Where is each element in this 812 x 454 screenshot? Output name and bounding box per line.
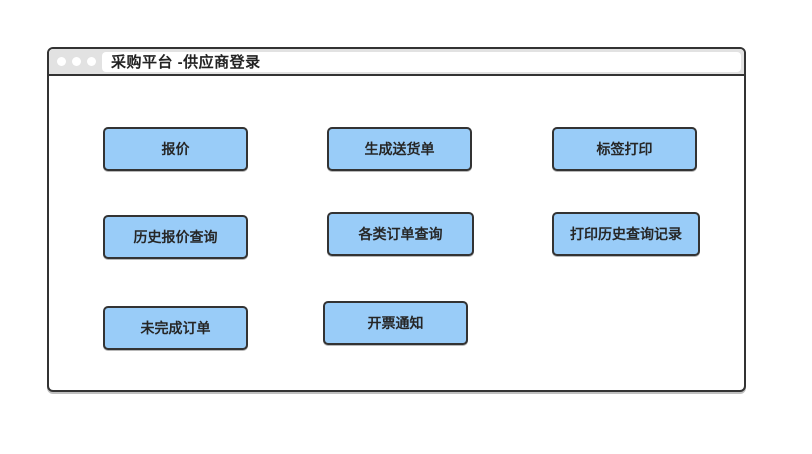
window-control-dot-icon[interactable] (57, 57, 66, 66)
order-query-button[interactable]: 各类订单查询 (327, 212, 474, 256)
browser-window: 采购平台 -供应商登录 报价 生成送货单 标签打印 历史报价查询 各类订单查询 … (47, 47, 746, 392)
label-print-button[interactable]: 标签打印 (552, 127, 697, 171)
page-title: 采购平台 -供应商登录 (111, 54, 261, 71)
print-history-query-records-button[interactable]: 打印历史查询记录 (552, 212, 700, 256)
unfinished-orders-button[interactable]: 未完成订单 (103, 306, 248, 350)
titlebar: 采购平台 -供应商登录 (49, 49, 744, 76)
history-quote-query-button[interactable]: 历史报价查询 (103, 215, 248, 259)
invoice-notice-button[interactable]: 开票通知 (323, 301, 468, 345)
window-controls (49, 57, 102, 66)
main-content: 报价 生成送货单 标签打印 历史报价查询 各类订单查询 打印历史查询记录 未完成… (49, 76, 744, 388)
generate-delivery-note-button[interactable]: 生成送货单 (327, 127, 472, 171)
window-control-dot-icon[interactable] (72, 57, 81, 66)
title-field: 采购平台 -供应商登录 (102, 51, 741, 72)
quote-button[interactable]: 报价 (103, 127, 248, 171)
window-control-dot-icon[interactable] (87, 57, 96, 66)
